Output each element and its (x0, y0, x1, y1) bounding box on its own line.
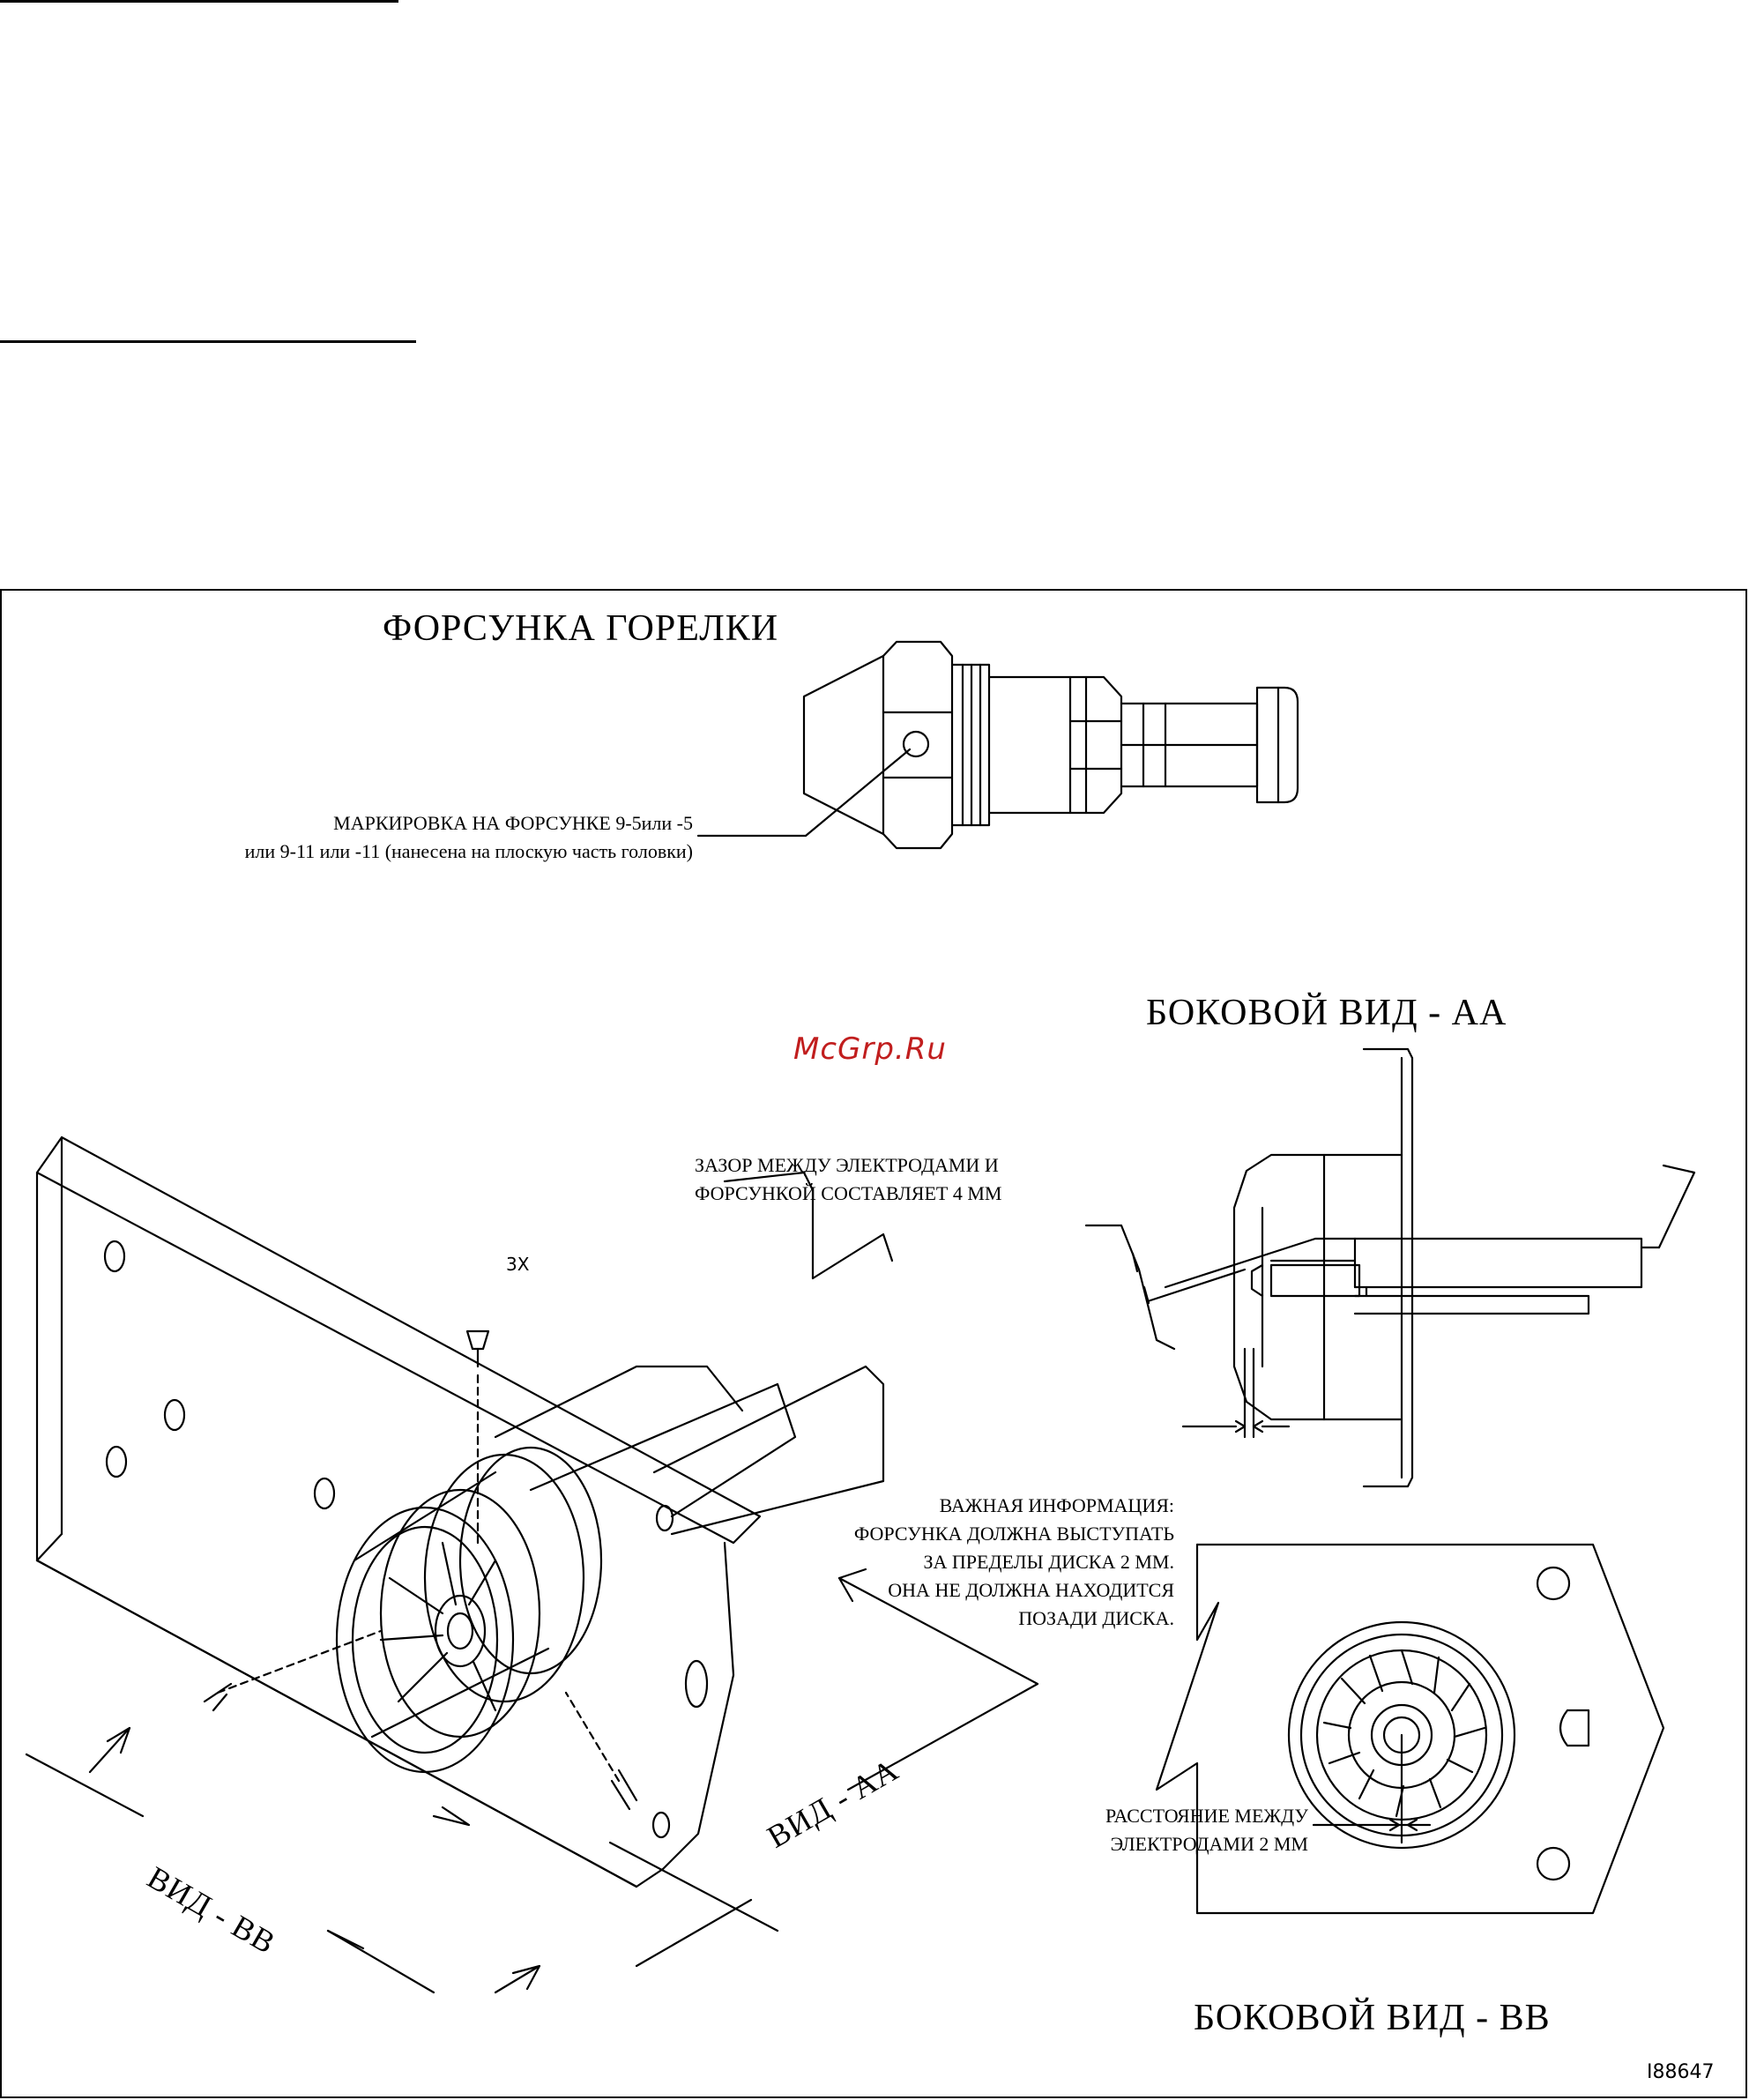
important-line-4: ОНА НЕ ДОЛЖНА НАХОДИТСЯ (888, 1579, 1174, 1601)
important-line-1: ВАЖНАЯ ИНФОРМАЦИЯ: (939, 1494, 1174, 1516)
nozzle-title: ФОРСУНКА ГОРЕЛКИ (383, 608, 779, 649)
screw-count-label: 3X (506, 1254, 530, 1275)
header-rule-top (0, 0, 398, 3)
figure-drawing (25, 640, 1696, 1994)
electrode-distance-line-1: РАССТОЯНИЕ МЕЖДУ (1105, 1805, 1308, 1827)
side-view-bb-title: БОКОВОЙ ВИД - ВВ (1194, 1998, 1551, 2038)
important-line-3: ЗА ПРЕДЕЛЫ ДИСКА 2 ММ. (923, 1551, 1175, 1573)
nozzle-marking-line-2: или 9-11 или -11 (нанесена на плоскую ча… (244, 840, 693, 862)
side-view-bb-drawing (1155, 1543, 1665, 1915)
nozzle-marking-line-1: МАРКИРОВКА НА ФОРСУНКЕ 9-5или -5 (333, 812, 693, 834)
header-rule-second (0, 340, 416, 343)
gap-note-line-2: ФОРСУНКОЙ СОСТАВЛЯЕТ 4 ММ (695, 1182, 1002, 1204)
gap-note-line-1: ЗАЗОР МЕЖДУ ЭЛЕКТРОДАМИ И (695, 1154, 999, 1176)
isometric-assembly-drawing (25, 1136, 1039, 1994)
watermark: McGrp.Ru (793, 1031, 947, 1067)
important-line-5: ПОЗАДИ ДИСКА. (1018, 1607, 1174, 1629)
figure-id: I88647 (1647, 2061, 1715, 2083)
burner-nozzle-figure: ФОРСУНКА ГОРЕЛКИ МАРКИРОВКА НА ФОРСУНКЕ … (0, 589, 1747, 2098)
electrode-distance-line-2: ЭЛЕКТРОДАМИ 2 ММ (1110, 1833, 1308, 1855)
important-line-2: ФОРСУНКА ДОЛЖНА ВЫСТУПАТЬ (853, 1523, 1174, 1545)
side-view-aa-title: БОКОВОЙ ВИД - АА (1146, 993, 1507, 1033)
side-view-aa-drawing (1084, 1047, 1696, 1488)
nozzle-drawing (696, 640, 1299, 850)
